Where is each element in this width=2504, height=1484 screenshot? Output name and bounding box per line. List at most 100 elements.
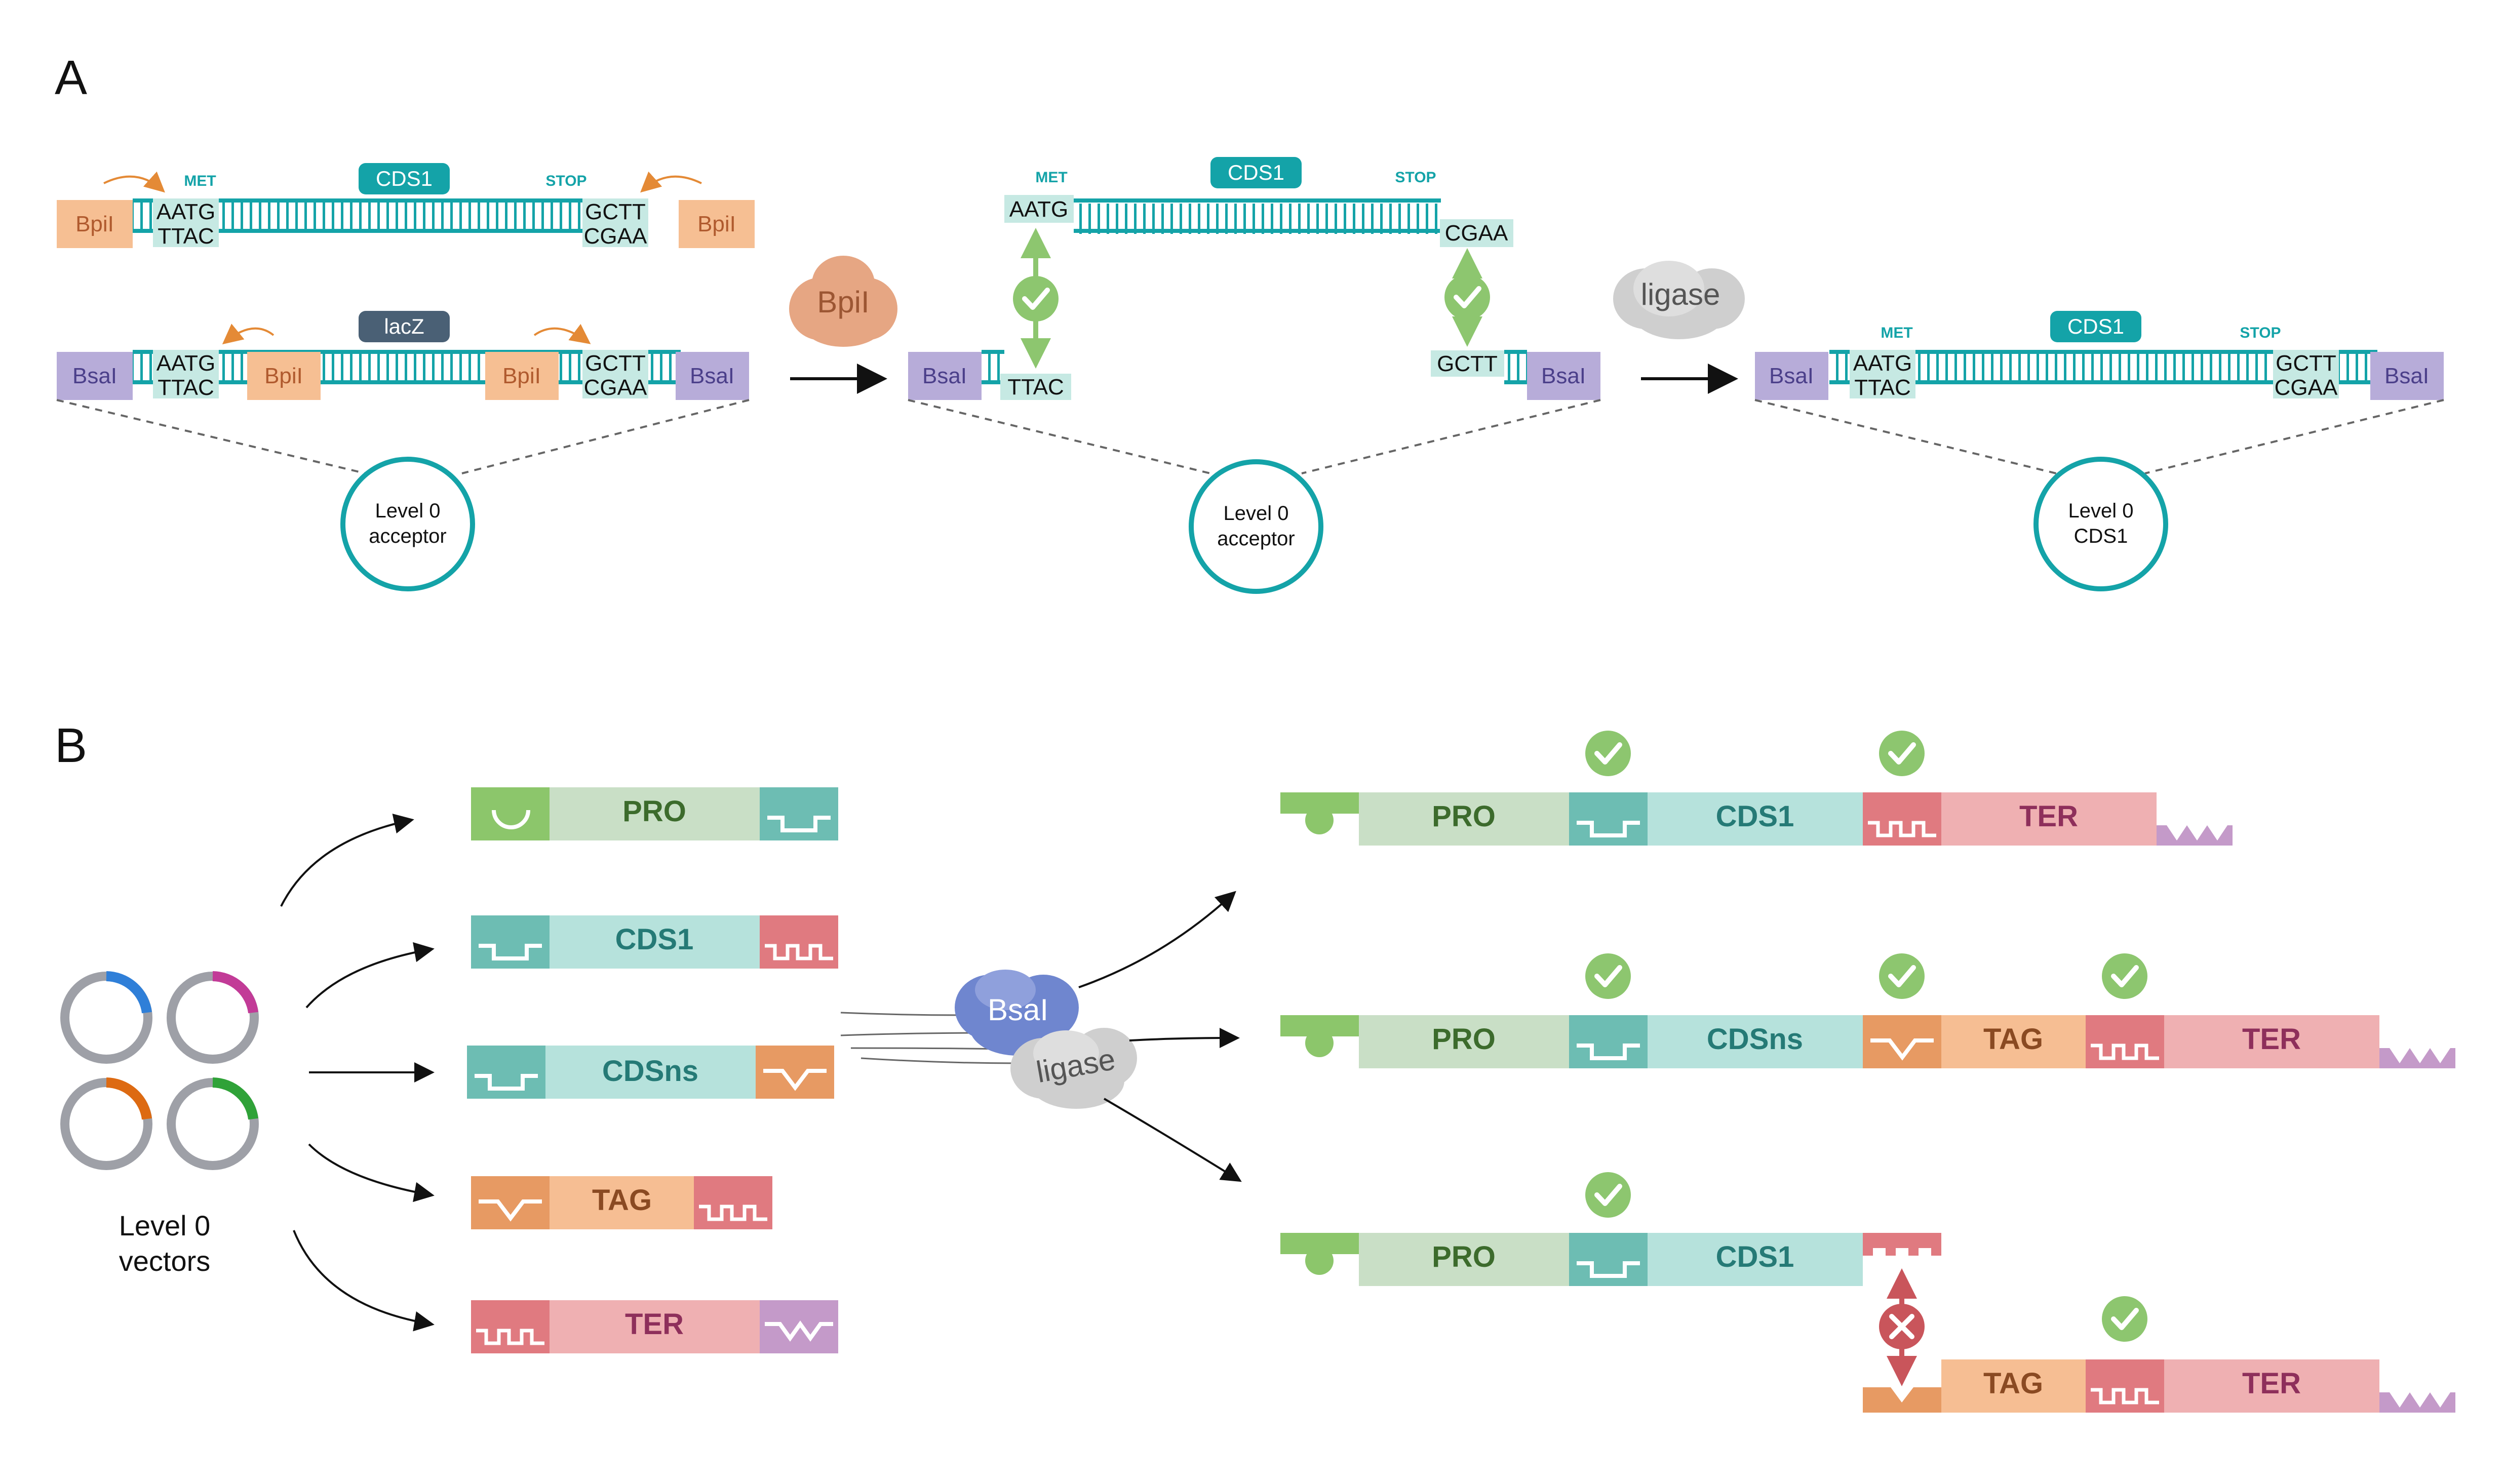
module-label: CDS1 — [615, 923, 694, 956]
check-icon — [2102, 953, 2147, 999]
unmatched-overhang — [1863, 1387, 1941, 1413]
overhang — [1431, 350, 1504, 377]
cut-arrow-right — [640, 171, 702, 193]
stop-label: STOP — [545, 173, 586, 189]
gene-segment — [212, 1077, 258, 1120]
bpi-site-right — [679, 200, 755, 248]
check-icon — [1585, 731, 1631, 776]
module-label: TAG — [592, 1184, 652, 1217]
vectors-label-line1: Level 0 — [119, 1210, 211, 1241]
circle1-line1: Level 0 — [375, 500, 441, 522]
assembly-label: CDSns — [1707, 1023, 1803, 1056]
zoom-line-left — [908, 399, 1211, 474]
lacz-badge — [359, 311, 450, 342]
seq-right-bottom: CGAA — [584, 375, 647, 400]
zoom-line-right — [461, 399, 750, 474]
overhang-right — [2273, 350, 2339, 398]
circle1-line2: acceptor — [369, 525, 446, 547]
circle2-line2: acceptor — [1217, 528, 1295, 550]
module-cdsns: CDSns — [467, 1046, 834, 1099]
check-icon — [2102, 1296, 2147, 1342]
assembly-label: CDS1 — [1716, 1240, 1794, 1273]
assembly-label: PRO — [1432, 800, 1496, 833]
lacz-badge-label: lacZ — [384, 314, 424, 338]
seq-right-top: GCTT — [2276, 351, 2336, 376]
seq-right-top: GCTT — [585, 199, 646, 224]
assembly-label: TAG — [1983, 1367, 2043, 1400]
seq-bottom-right: CGAA — [1445, 221, 1508, 246]
bpi-enzyme: BpiI — [789, 256, 897, 347]
assembly-label: PRO — [1432, 1240, 1496, 1273]
row2-dna: BsaI AATG TTAC BpiI BpiI GCTT CGAA BsaI … — [57, 311, 749, 400]
check-icon — [1013, 276, 1059, 322]
fanout-arrow — [293, 1230, 435, 1332]
cds1-badge — [359, 163, 450, 194]
acceptor-right: GCTT BsaI — [1431, 350, 1600, 400]
zoom-line-left — [1754, 399, 2057, 474]
vectors-label-line2: vectors — [119, 1245, 211, 1277]
bsa-site-left — [1755, 352, 1828, 400]
bpi-site-left-label: BpiI — [75, 212, 114, 236]
module-label: CDSns — [602, 1055, 698, 1088]
gene-segment — [212, 971, 258, 1014]
overhang-left — [153, 198, 219, 247]
middle-fragment: AATG CGAA CDS1 MET STOP — [1004, 157, 1513, 247]
met-label: MET — [1035, 169, 1067, 186]
assembly-label: CDS1 — [1716, 800, 1794, 833]
met-label: MET — [1881, 325, 1912, 341]
module-cds1: CDS1 — [471, 915, 838, 969]
plasmid-circle — [340, 457, 475, 591]
bsa-site-right — [676, 352, 749, 400]
bsa-site-left-label: BsaI — [72, 364, 117, 388]
bsa-site-label: BsaI — [922, 364, 967, 388]
bsa-site-right-label: BsaI — [2384, 364, 2429, 388]
plasmid-circle — [1189, 459, 1323, 594]
cds1-badge-label: CDS1 — [376, 167, 433, 190]
bpi-enzyme-label: BpiI — [817, 285, 869, 319]
module-ter: TER — [471, 1300, 838, 1353]
overhang — [1000, 374, 1071, 400]
ligase-label: ligase — [1641, 277, 1720, 311]
module-label: TER — [625, 1308, 684, 1341]
check-icon — [1585, 1172, 1631, 1218]
zoom-line-left — [56, 399, 366, 474]
overhang-left — [153, 350, 219, 398]
seq-right-bottom: CGAA — [584, 224, 647, 249]
met-label: MET — [184, 173, 216, 189]
check-icon — [1444, 274, 1490, 320]
output-arrow — [1129, 1028, 1240, 1049]
circle3-line1: Level 0 — [2068, 500, 2134, 522]
bpi-inner-left-label: BpiI — [264, 364, 303, 388]
seq-left-top: AATG — [156, 351, 216, 376]
panel-a-label: A — [55, 51, 87, 105]
cut-arrow-left — [222, 324, 275, 345]
assembly-label: TER — [2019, 800, 2078, 833]
gene-segment — [106, 971, 152, 1014]
module-tag: TAG — [471, 1176, 772, 1229]
bpi-inner-right-label: BpiI — [502, 364, 541, 388]
module-pro: PRO — [471, 787, 838, 840]
fanout-arrow — [305, 942, 435, 1009]
circle2-line1: Level 0 — [1224, 502, 1289, 525]
seq-right-top: GCTT — [585, 351, 646, 376]
input-line — [860, 1057, 1019, 1064]
zoom-line-right — [1301, 399, 1601, 474]
level0-vectors: Level 0 vectors — [60, 971, 259, 1277]
input-line — [840, 1012, 963, 1016]
check-icon — [1879, 731, 1925, 776]
check-icon — [1879, 953, 1925, 999]
bpi-site-left — [57, 200, 133, 248]
seq-left-bottom: TTAC — [1854, 375, 1911, 400]
acc-right-seq: GCTT — [1437, 351, 1498, 376]
bpi-site-inner-left — [247, 352, 321, 400]
cut-arrow-right — [533, 324, 591, 344]
bsa-site-left — [57, 352, 133, 400]
check-icon — [1585, 953, 1631, 999]
seq-left-top: AATG — [1853, 351, 1912, 376]
bsa-site-right — [2370, 352, 2444, 400]
result-dna: BsaI AATG TTAC GCTT CGAA BsaI CDS1 MET S… — [1755, 311, 2444, 400]
seq-left-top: AATG — [156, 199, 216, 224]
gene-segment — [106, 1077, 152, 1120]
assembly-3-bottom: TAG TER — [1863, 1296, 2455, 1413]
seq-right-bottom: CGAA — [2275, 375, 2338, 400]
